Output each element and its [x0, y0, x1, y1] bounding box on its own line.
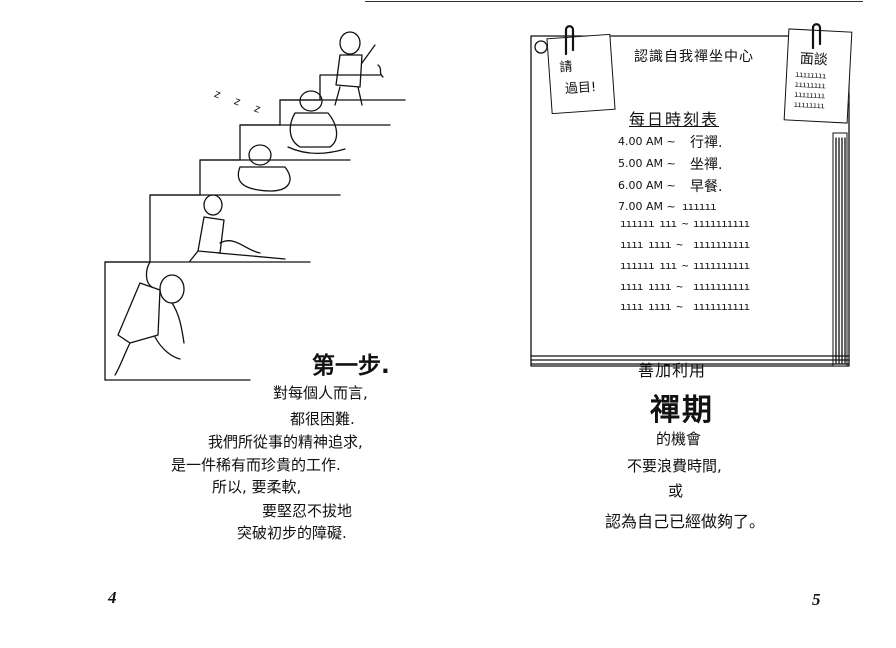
top-rule [365, 1, 863, 2]
caption-line-6: 認為自己已經做夠了。 [605, 512, 766, 531]
schedule-row-5-time: ıııııı ııı ~ [620, 217, 688, 230]
sleeping-monk-figure [237, 144, 291, 192]
page-number-right: 5 [812, 590, 821, 609]
schedule-row-9-time: ıııı ıııı ~ [620, 300, 683, 313]
schedule-row-4-time: 7.00 AM ~ [618, 200, 676, 213]
resting-monk-figure [189, 194, 286, 262]
standing-monk-figure [334, 31, 384, 106]
schedule-row-6-time: ıııı ıııı ~ [620, 238, 683, 251]
notice-board-frame [530, 35, 850, 367]
caption-line-4: 不要浪費時間, [627, 457, 722, 475]
schedule-title: 每日時刻表 [629, 110, 720, 129]
page-number-left: 4 [108, 588, 117, 607]
paper-clip-icon [811, 23, 822, 50]
caption-line-3: 的機會 [656, 430, 702, 448]
text-line-6: 要堅忍不拔地 [262, 502, 353, 520]
sticky-note-line-2: 過目! [564, 79, 597, 98]
staircase-illustration [104, 31, 406, 381]
schedule-row-2-time: 5.00 AM ~ [618, 157, 676, 170]
schedule-row-9-activity: ıııııııııı [693, 300, 750, 313]
board-title: 認識自我禪坐中心 [634, 49, 754, 65]
sticky-note-line-1: 請 [559, 59, 574, 76]
schedule-row-6-activity: ıııııııııı [693, 238, 750, 251]
schedule-row-2-activity: 坐禪. [690, 157, 723, 173]
schedule-row-1-time: 4.00 AM ~ [618, 135, 676, 148]
caption-line-5: 或 [668, 482, 684, 500]
schedule-row-7-time: ıııııı ııı ~ [620, 259, 688, 272]
sticky-note: 請 過目! [546, 33, 616, 115]
text-line-5: 所以, 要柔軟, [212, 478, 302, 496]
caption-line-1: 善加利用 [638, 361, 707, 380]
schedule-row-4-activity: ıııııı [682, 200, 717, 213]
climbing-monk-figure [114, 261, 185, 376]
schedule-row-3-time: 6.00 AM ~ [618, 179, 676, 192]
schedule-row-8-activity: ıııııııııı [693, 280, 750, 293]
schedule-row-8-time: ıııı ıııı ~ [620, 280, 683, 293]
schedule-row-3-activity: 早餐. [690, 179, 723, 195]
schedule-row-7-activity: ıııııııııı [693, 259, 750, 272]
text-line-2: 都很困難. [290, 410, 355, 428]
schedule-row-5-activity: ıııııııııı [693, 217, 750, 230]
text-line-7: 突破初步的障礙. [237, 524, 347, 542]
schedule-row-1-activity: 行禪. [690, 135, 723, 151]
paper-clip-icon [564, 25, 575, 56]
text-line-3: 我們所從事的精神追求, [208, 433, 363, 451]
caption-highlight: 禪期 [650, 393, 714, 428]
section-heading: 第一步. [312, 353, 390, 379]
meditating-monk-figure [287, 90, 346, 154]
text-line-1: 對每個人而言, [273, 384, 368, 402]
text-line-4: 是一件稀有而珍貴的工作. [171, 456, 341, 474]
